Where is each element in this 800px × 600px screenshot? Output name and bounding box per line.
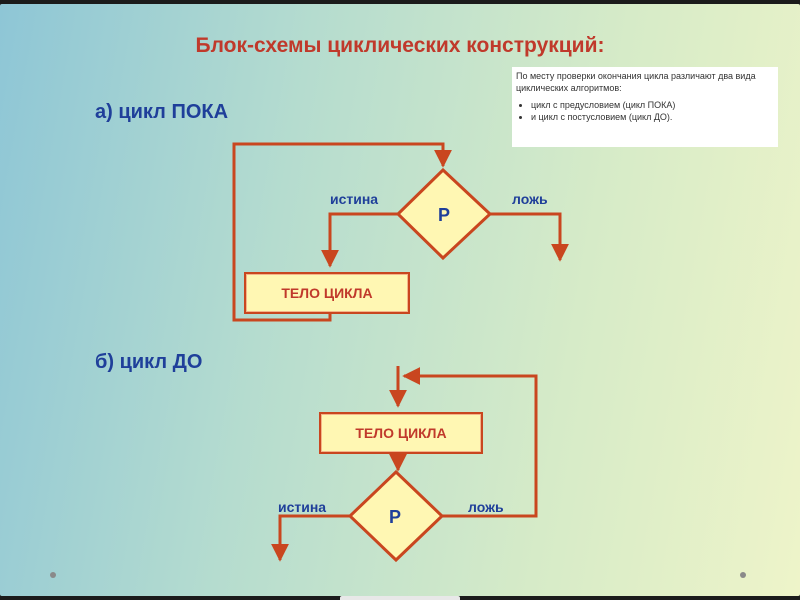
a-loop-body-box: ТЕЛО ЦИКЛА	[244, 272, 410, 314]
a-condition-diamond	[395, 167, 493, 261]
b-condition-diamond	[347, 469, 445, 563]
slide-controls-bar[interactable]	[340, 596, 460, 600]
a-true-label: истина	[330, 191, 379, 207]
section-a-label: а) цикл ПОКА	[95, 101, 229, 123]
note-item: цикл с предусловием (цикл ПОКА)	[531, 99, 774, 111]
note-intro: По месту проверки окончания цикла различ…	[516, 71, 756, 93]
b-false-label: ложь	[468, 499, 504, 515]
slide-title: Блок-схемы циклических конструкций:	[195, 34, 605, 57]
b-false-loop-line	[402, 367, 538, 518]
a-condition-label: P	[437, 205, 450, 225]
section-b-label: б) цикл ДО	[95, 351, 203, 373]
note-list: цикл с предусловием (цикл ПОКА) и цикл с…	[526, 99, 774, 123]
b-loop-body-box: ТЕЛО ЦИКЛА	[319, 412, 483, 454]
prev-slide-dot[interactable]	[50, 572, 56, 578]
a-false-label: ложь	[512, 191, 548, 207]
note-box: По месту проверки окончания цикла различ…	[512, 67, 778, 147]
slide: Блок-схемы циклических конструкций: По м…	[0, 4, 800, 596]
a-true-line	[321, 212, 398, 268]
a-false-line	[490, 212, 569, 262]
next-slide-dot[interactable]	[740, 572, 746, 578]
b-true-label: истина	[278, 499, 327, 515]
a-loop-back-line	[232, 142, 452, 322]
b-true-line	[271, 514, 350, 562]
flowchart-lines	[232, 142, 569, 563]
note-item: и цикл с постусловием (цикл ДО).	[531, 111, 774, 123]
b-condition-label: P	[388, 507, 401, 527]
